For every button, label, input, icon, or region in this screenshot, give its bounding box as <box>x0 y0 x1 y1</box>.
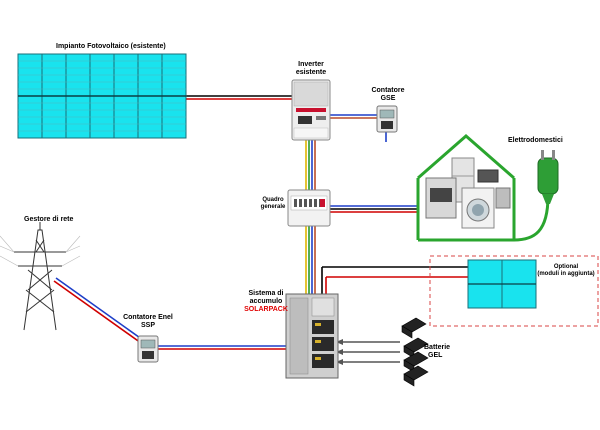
optional-label-line2: (moduli in aggiunta) <box>537 271 595 277</box>
main-panel <box>287 189 331 227</box>
storage-label-line2: accumulo <box>249 298 283 305</box>
pv-plant-label: Impianto Fotovoltaico (esistente) <box>56 43 166 50</box>
optional-label-line1: Optional <box>553 264 579 270</box>
main-panel-label-line2: generale <box>260 204 286 210</box>
main-panel-label: Quadro generale <box>256 197 290 211</box>
inverter-label-line1: Inverter <box>298 61 324 68</box>
storage-cabinet <box>285 293 339 379</box>
optional-label: Optional (moduli in aggiunta) <box>536 264 596 278</box>
gse-meter-label-line2: GSE <box>380 95 396 102</box>
grid-operator-label: Gestore di rete <box>24 216 74 223</box>
inverter-label-line2: esistente <box>295 69 327 76</box>
appliances <box>425 157 511 229</box>
batteries-label-line2: GEL <box>428 352 443 359</box>
batteries-label-line1: Batterie <box>424 344 451 351</box>
storage-label: Sistema di accumulo SOLARPACK <box>238 290 294 314</box>
enel-meter-label-line1: Contatore Enel <box>123 314 173 321</box>
optional-pv-panel <box>467 259 537 309</box>
optional-boundary <box>429 255 599 327</box>
gse-meter-label: Contatore GSE <box>368 87 408 103</box>
gel-batteries <box>401 317 429 387</box>
power-lines <box>0 235 81 267</box>
main-panel-label-line1: Quadro <box>262 197 284 203</box>
storage-brand-label: SOLARPACK <box>244 306 288 313</box>
plug-icon <box>537 150 559 204</box>
enel-meter <box>137 335 159 363</box>
battery-arrowheads <box>336 339 343 365</box>
gse-meter-label-line1: Contatore <box>371 87 405 94</box>
house <box>416 134 550 242</box>
inverter <box>291 79 331 141</box>
batteries-label: Batterie GEL <box>424 344 450 360</box>
pylon-icon <box>14 222 66 331</box>
enel-meter-label: Contatore Enel SSP <box>118 314 178 330</box>
gse-meter <box>376 105 398 133</box>
inverter-label: Inverter esistente <box>290 61 332 77</box>
appliances-label: Elettrodomestici <box>508 137 563 144</box>
enel-meter-label-line2: SSP <box>140 322 155 329</box>
pv-array <box>17 53 187 139</box>
storage-label-line1: Sistema di <box>248 290 284 297</box>
